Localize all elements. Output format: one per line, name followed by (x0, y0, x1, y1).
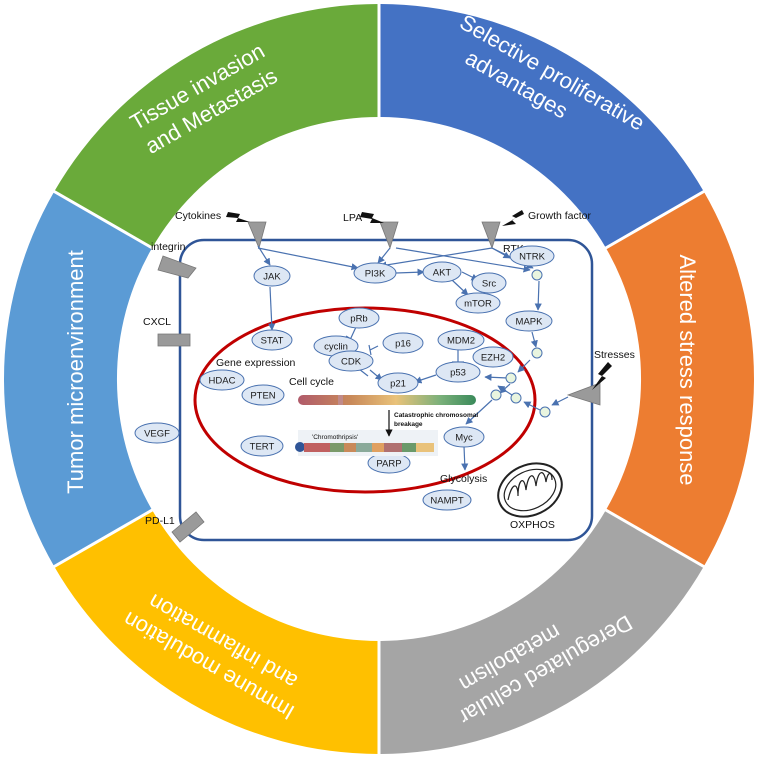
integrin-label: integrin (151, 241, 186, 253)
node-mdm2: MDM2 (437, 329, 485, 351)
tert-label: TERT (250, 442, 275, 453)
catastrophic-line1: Catastrophic chromosomal (394, 412, 478, 419)
node-pi3k: PI3K (353, 262, 397, 284)
integrin-receptor-icon (157, 255, 197, 279)
segment-tumor-microenvironment (3, 191, 153, 567)
segment-deregulated-metabolism (379, 510, 704, 754)
pi3k-label: PI3K (365, 269, 386, 280)
node-vegf: VEGF (134, 422, 180, 444)
lpa-bolt-icon (360, 212, 384, 223)
node-p53: p53 (435, 361, 481, 383)
cytokine-bolt-icon (226, 212, 250, 222)
chromothripsis-label: 'Chromothripsis' (312, 434, 358, 441)
signal-node (539, 406, 551, 418)
cytokines-label: Cytokines (175, 210, 221, 222)
cell-cycle-label: Cell cycle (289, 376, 334, 388)
node-mtor: mTOR (455, 292, 501, 314)
node-hdac: HDAC (199, 369, 245, 391)
p16-label: p16 (395, 339, 411, 350)
signal-node (531, 347, 543, 359)
cxcl-receptor-icon (157, 333, 191, 347)
node-ezh2: EZH2 (472, 346, 514, 368)
stresses-label: Stresses (594, 349, 635, 361)
mitochondrion-icon (497, 462, 563, 518)
pten-label: PTEN (250, 391, 275, 402)
p21-label: p21 (390, 379, 406, 390)
node-pten: PTEN (241, 384, 285, 406)
segment-text-stress: Altered stress response (675, 254, 700, 485)
ezh2-label: EZH2 (481, 353, 505, 364)
signal-bolts (226, 210, 612, 390)
cytokine-receptor-icon (247, 221, 267, 250)
node-myc: Myc (443, 426, 485, 448)
cdk-label: CDK (341, 357, 362, 368)
stress-receptor-icon (566, 382, 601, 406)
catastrophic-line2: breakage (394, 421, 423, 428)
hdac-label: HDAC (209, 376, 236, 387)
tumor-microenvironment-label: Tumor microenvironment (63, 250, 88, 494)
src-label: Src (482, 279, 497, 290)
node-stat: STAT (251, 329, 293, 351)
chromosome-intact (298, 395, 476, 405)
parp-label: PARP (376, 459, 401, 470)
akt-label: AKT (433, 268, 452, 279)
ntrk-label: NTRK (519, 252, 546, 263)
node-ntrk: NTRK (509, 245, 555, 267)
p53-label: p53 (450, 368, 466, 379)
chromosome-shattered (295, 442, 434, 452)
signal-node (510, 392, 522, 404)
glycolysis-label: Glycolysis (440, 473, 487, 485)
node-p16: p16 (382, 332, 424, 354)
signal-node (505, 372, 517, 384)
receptors (157, 221, 601, 543)
signal-node (490, 389, 502, 401)
signal-node (531, 269, 543, 281)
rtk-receptor-icon (481, 221, 501, 250)
cxcl-label: CXCL (143, 316, 171, 328)
stat-label: STAT (261, 336, 284, 347)
node-cdk: CDK (328, 350, 374, 372)
pdl1-label: PD-L1 (145, 515, 175, 527)
node-nampt: NAMPT (422, 489, 472, 511)
prb-label: pRb (350, 314, 367, 325)
oxphos-label: OXPHOS (510, 519, 555, 531)
node-prb: pRb (338, 307, 380, 329)
mtor-label: mTOR (464, 299, 492, 310)
node-mapk: MAPK (505, 310, 553, 332)
pdl1-receptor-icon (171, 511, 205, 543)
node-p21: p21 (377, 372, 419, 394)
jak-label: JAK (263, 272, 281, 283)
segment-separators (51, 2, 707, 756)
growth-factor-label: Growth factor (528, 210, 592, 222)
myc-label: Myc (455, 433, 473, 444)
protein-nodes: JAK PI3K AKT Src NTRK mTOR STAT MAPK (134, 245, 555, 511)
segment-selective-proliferative (379, 4, 704, 248)
segment-tissue-invasion (54, 4, 380, 248)
vegf-label: VEGF (144, 429, 170, 440)
altered-stress-label: Altered stress response (675, 254, 700, 485)
cyclin-label: cyclin (324, 342, 348, 353)
node-tert: TERT (240, 435, 284, 457)
node-src: Src (471, 272, 507, 294)
stress-bolt-icon (592, 362, 612, 390)
segment-altered-stress (605, 191, 755, 567)
segment-immune-modulation (54, 510, 380, 754)
node-jak: JAK (253, 265, 291, 287)
growth-bolt-icon (502, 210, 524, 226)
lpa-receptor-icon (379, 221, 399, 250)
node-akt: AKT (422, 261, 462, 283)
mdm2-label: MDM2 (447, 336, 475, 347)
nampt-label: NAMPT (430, 496, 463, 507)
segment-text-tumor: Tumor microenvironment (63, 250, 88, 494)
signal-circles (490, 269, 551, 418)
gene-expression-label: Gene expression (216, 357, 296, 369)
mapk-label: MAPK (516, 317, 544, 328)
lpa-label: LPA (343, 212, 362, 224)
